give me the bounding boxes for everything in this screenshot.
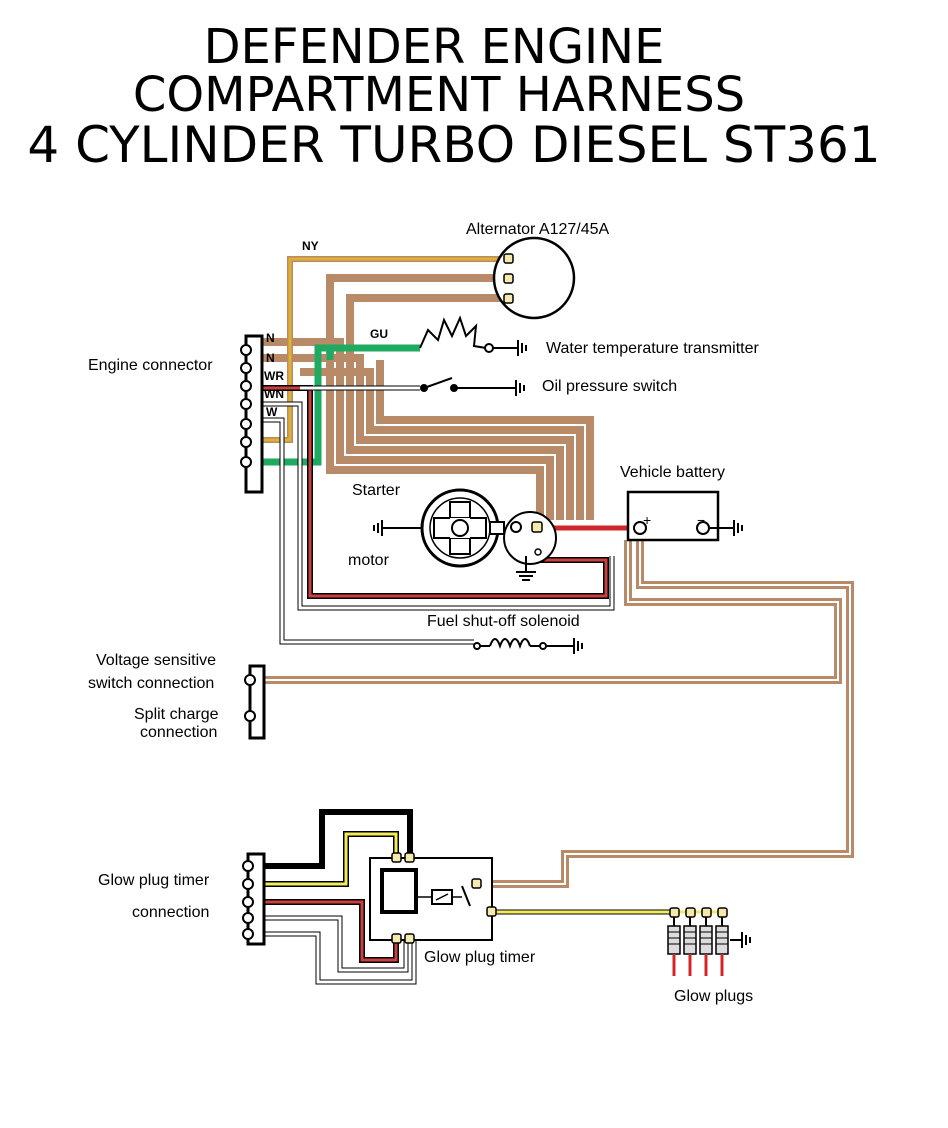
fuel-solenoid-label: Fuel shut-off solenoid [427,613,580,630]
wire-battery-glow [476,540,854,888]
glow-plug-3 [699,907,713,976]
oil-pressure-switch [420,377,525,396]
split-charge-label-2: connection [140,724,217,741]
wire-code-gu: GU [370,327,388,341]
svg-text:+: + [643,512,651,528]
voltage-switch-connector [244,664,266,740]
glow-timer-connection-label-1: Glow plug timer [98,872,210,889]
engine-connector-label: Engine connector [88,357,213,374]
alternator-label: Alternator A127/45A [466,221,610,238]
ny-wire [258,256,508,443]
brown-wires [258,274,854,888]
wire-code-wn: WN [264,387,284,401]
glow-plug-4 [715,907,729,976]
wire-code-wr: WR [264,369,284,383]
glow-timer-wires [258,809,670,985]
glow-plug-1 [667,907,681,976]
split-charge-label-1: Split charge [134,706,219,723]
title-line-1: DEFENDER ENGINE [203,19,665,75]
voltage-switch-label-1: Voltage sensitive [96,652,216,669]
glow-plug-timer [369,852,497,944]
water-temp-transmitter [419,315,527,356]
glow-plugs-label: Glow plugs [674,988,753,1005]
gu-wire [258,344,420,466]
wire-alt-2 [346,294,564,520]
wire-alt-1 [326,274,544,520]
voltage-switch-label-2: switch connection [88,675,214,692]
alternator [492,236,576,320]
wire-code-ny: NY [302,239,319,253]
vehicle-battery: + − [626,490,743,542]
glow-plugs [667,907,751,976]
wire-code-n1: N [266,331,275,345]
vehicle-battery-label: Vehicle battery [620,464,725,481]
starter-motor [373,488,557,581]
wire-code-w: W [266,405,278,419]
glow-timer-label: Glow plug timer [424,949,536,966]
motor-label: motor [348,552,390,569]
starter-label: Starter [352,482,401,499]
glow-plug-2 [683,907,697,976]
engine-connector [240,334,264,494]
glow-timer-connection-label-2: connection [132,904,209,921]
water-temp-label: Water temperature transmitter [546,340,759,357]
wire-code-n2: N [266,351,275,365]
oil-pressure-label: Oil pressure switch [542,378,677,395]
svg-text:−: − [697,512,705,528]
title-line-2: COMPARTMENT HARNESS [132,67,746,123]
glow-timer-connector [242,852,266,946]
title-line-3: 4 CYLINDER TURBO DIESEL ST361 [27,116,881,174]
fuel-solenoid [473,638,583,654]
